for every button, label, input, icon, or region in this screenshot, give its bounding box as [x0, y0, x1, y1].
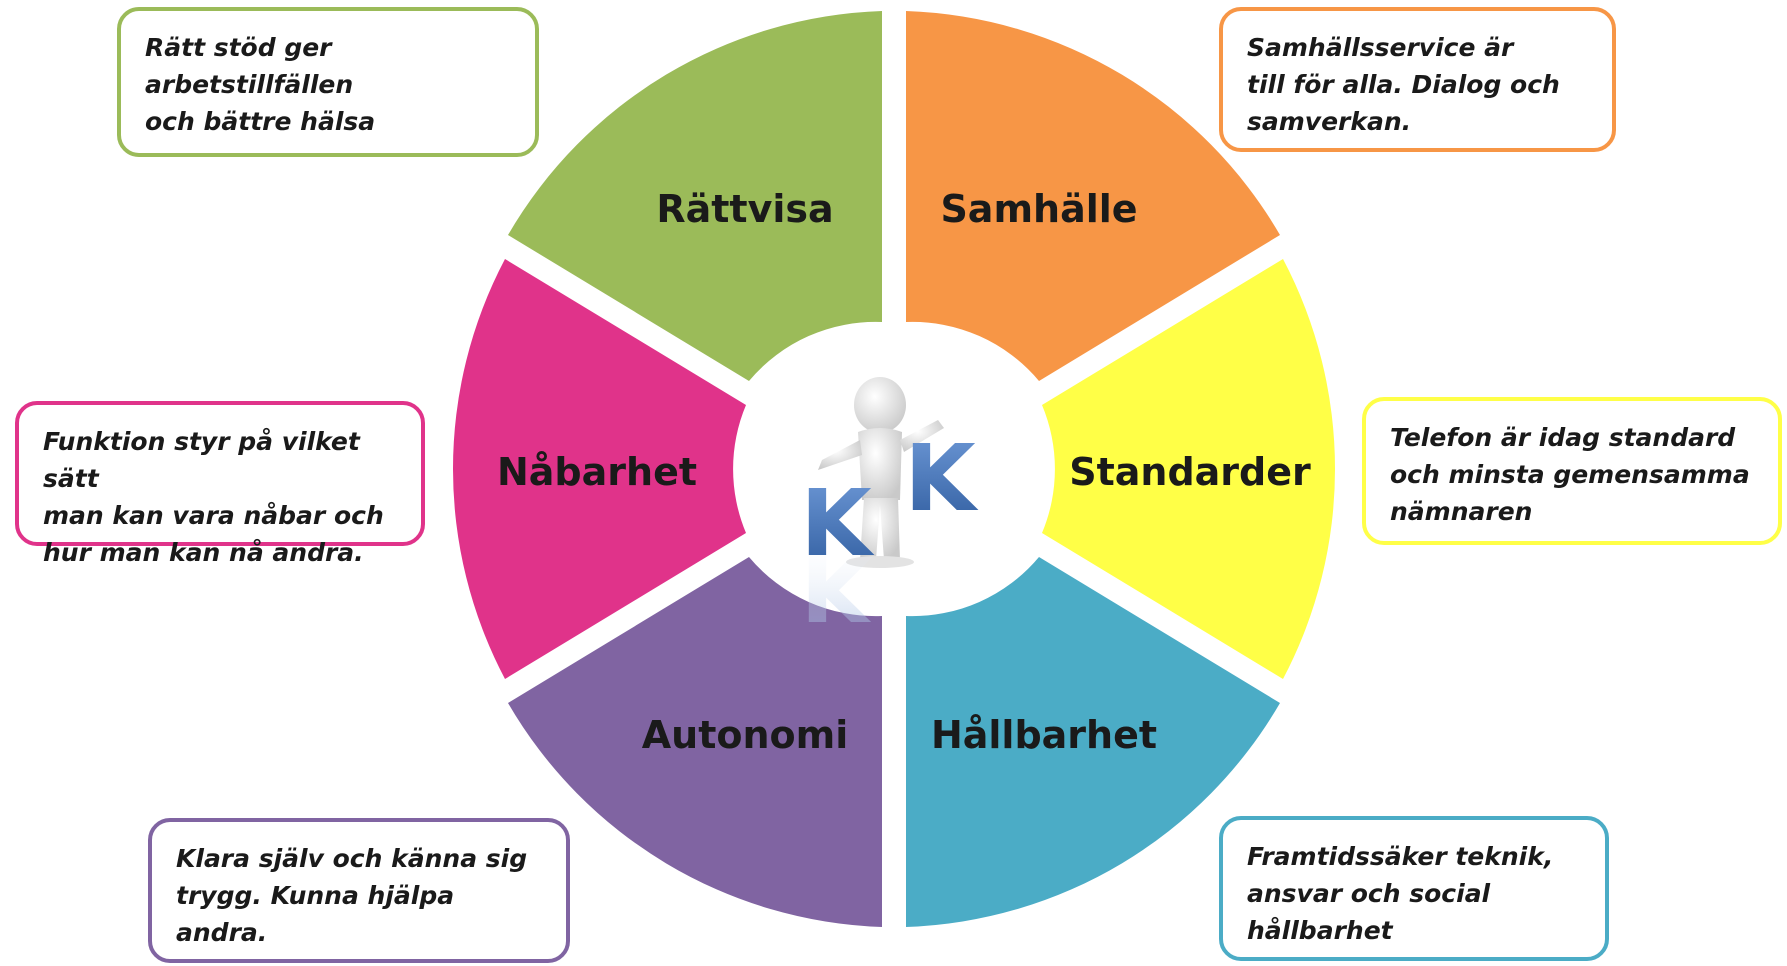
- callout-nabarhet: Funktion styr på vilket sätt man kan var…: [15, 401, 425, 567]
- callout-standarder: Telefon är idag standard och minsta geme…: [1362, 397, 1782, 545]
- segment-nabarhet: [452, 259, 746, 679]
- callout-samhalle: Samhällsservice är till för alla. Dialog…: [1219, 7, 1616, 152]
- segment-label-standarder: Standarder: [1069, 450, 1311, 494]
- callout-rattvisa: Rätt stöd ger arbetstillfällen och bättr…: [117, 7, 539, 157]
- logo-reflection: K: [800, 533, 875, 640]
- segment-label-nabarhet: Nåbarhet: [497, 450, 697, 494]
- segment-label-rattvisa: Rättvisa: [656, 187, 833, 231]
- person-presenting-icon: [818, 377, 944, 568]
- callout-hallbarhet: Framtidssäker teknik, ansvar och social …: [1219, 816, 1609, 961]
- callout-autonomi: Klara själv och känna sig trygg. Kunna h…: [148, 818, 570, 963]
- segment-autonomi: [508, 557, 882, 927]
- segment-label-autonomi: Autonomi: [642, 713, 849, 757]
- segment-samhalle: [906, 11, 1280, 381]
- segment-hallbarhet: [906, 557, 1280, 927]
- logo-letter-left: K: [800, 470, 875, 577]
- logo-letter-right: K: [904, 425, 979, 532]
- segment-standarder: [1042, 259, 1336, 679]
- segment-label-samhalle: Samhälle: [940, 187, 1137, 231]
- segment-label-hallbarhet: Hållbarhet: [931, 713, 1157, 757]
- segment-rattvisa: [508, 11, 882, 381]
- center-logo: K K K: [800, 377, 979, 640]
